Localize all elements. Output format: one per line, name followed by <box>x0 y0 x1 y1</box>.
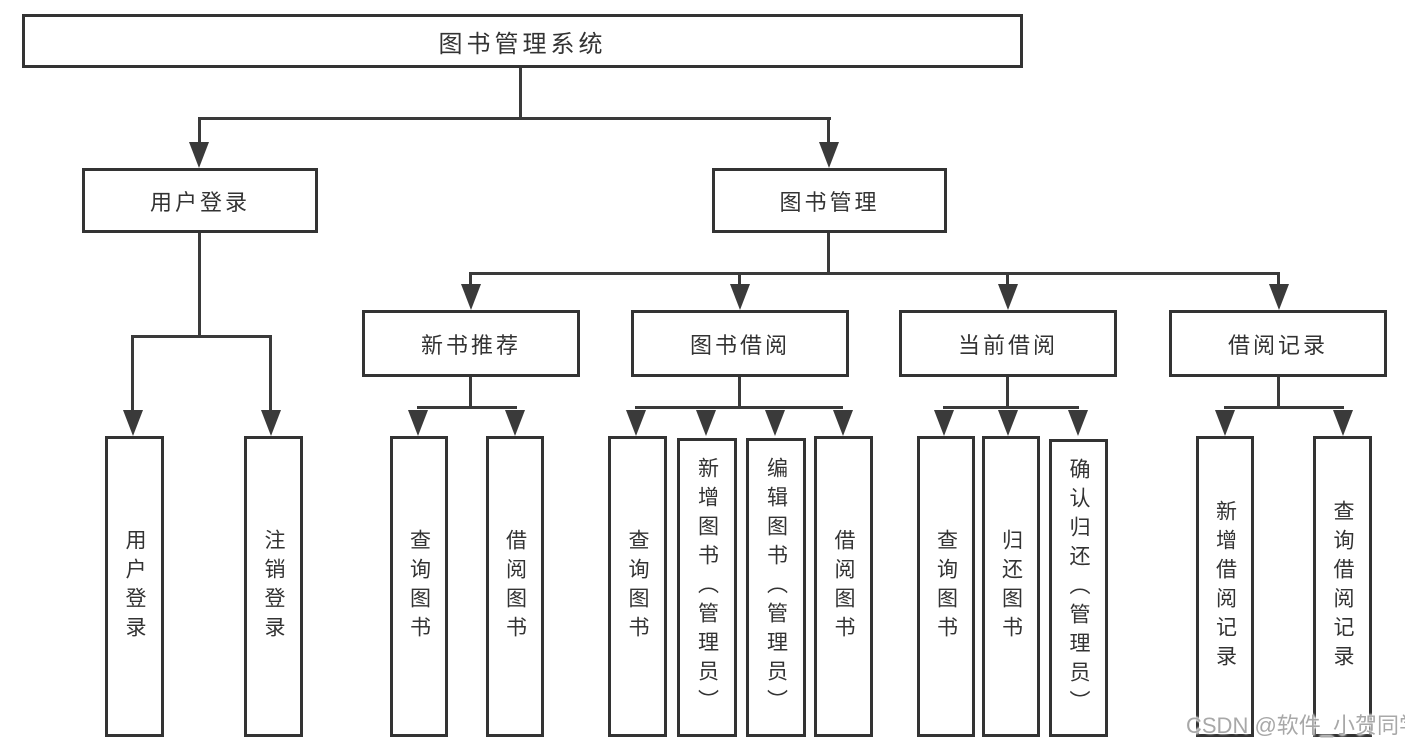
connector-leaf-drop <box>131 335 134 415</box>
node-label: 查询图书 <box>626 528 649 645</box>
node-label: 查询图书 <box>934 528 958 645</box>
connector-root-stem <box>519 66 522 117</box>
node-label: 归还图书 <box>999 528 1023 645</box>
connector-group-rail <box>1224 406 1344 409</box>
node-label: 图书管理系统 <box>438 30 607 58</box>
connector-group-rail <box>635 406 843 409</box>
node-label: 查询图书 <box>407 528 431 645</box>
node-label: 新书推荐 <box>420 332 521 358</box>
node-book-management: 图书管理 <box>712 168 947 233</box>
node-book-borrowing: 图书借阅 <box>631 310 849 377</box>
leaf-return-books: 归还图书 <box>982 436 1040 737</box>
arrowhead-icon <box>819 142 839 168</box>
connector-mid-drop <box>738 272 741 292</box>
connector-group-stem <box>469 375 472 409</box>
connector-mid-drop <box>1006 272 1009 292</box>
leaf-borrow-books-borrowing: 借阅图书 <box>814 436 873 737</box>
leaf-borrow-books-recommend: 借阅图书 <box>486 436 544 737</box>
leaf-user-login: 用户登录 <box>105 436 164 737</box>
connector-group-rail <box>943 406 1079 409</box>
connector-book-mgmt-drop <box>827 117 830 151</box>
leaf-query-books-borrowing: 查询图书 <box>608 436 667 737</box>
arrowhead-icon <box>1333 410 1353 436</box>
arrowhead-icon <box>1068 410 1088 436</box>
connector-user-login-rail <box>131 335 271 338</box>
leaf-query-borrow-record: 查询借阅记录 <box>1313 436 1372 737</box>
leaf-logout: 注销登录 <box>244 436 303 737</box>
connector-mid-drop <box>1277 272 1280 292</box>
connector-group-stem <box>738 375 741 409</box>
connector-level1-rail <box>198 117 831 120</box>
leaf-query-books-recommend: 查询图书 <box>390 436 448 737</box>
leaf-query-books-current: 查询图书 <box>917 436 975 737</box>
node-label: 编辑图书（管理员） <box>764 457 788 718</box>
connector-group-stem <box>1277 375 1280 409</box>
arrowhead-icon <box>730 284 750 310</box>
node-label: 注销登录 <box>262 528 285 645</box>
node-label: 借阅图书 <box>832 528 855 645</box>
node-borrowing-records: 借阅记录 <box>1169 310 1387 377</box>
connector-mid-drop <box>469 272 472 292</box>
connector-user-login-stem <box>198 233 201 335</box>
arrowhead-icon <box>461 284 481 310</box>
arrowhead-icon <box>408 410 428 436</box>
arrowhead-icon <box>934 410 954 436</box>
connector-user-login-drop <box>198 117 201 151</box>
leaf-edit-books-admin: 编辑图书（管理员） <box>746 438 806 737</box>
node-current-borrowing: 当前借阅 <box>899 310 1117 377</box>
arrowhead-icon <box>998 284 1018 310</box>
leaf-add-borrow-record: 新增借阅记录 <box>1196 436 1254 737</box>
node-user-login: 用户登录 <box>82 168 318 233</box>
node-label: 图书借阅 <box>689 332 790 358</box>
node-label: 当前借阅 <box>957 332 1058 358</box>
leaf-add-books-admin: 新增图书（管理员） <box>677 438 737 737</box>
arrowhead-icon <box>998 410 1018 436</box>
arrowhead-icon <box>765 410 785 436</box>
arrowhead-icon <box>1215 410 1235 436</box>
arrowhead-icon <box>505 410 525 436</box>
connector-group-stem <box>1006 375 1009 409</box>
node-label: 图书管理 <box>779 189 880 215</box>
arrowhead-icon <box>123 410 143 436</box>
connector-book-mgmt-stem <box>827 233 830 272</box>
leaf-confirm-return-admin: 确认归还（管理员） <box>1049 439 1108 737</box>
connector-leaf-drop <box>269 335 272 415</box>
connector-level2-rail <box>469 272 1280 275</box>
node-label: 确认归还（管理员） <box>1067 457 1090 719</box>
node-new-book-recommend: 新书推荐 <box>362 310 580 377</box>
arrowhead-icon <box>833 410 853 436</box>
arrowhead-icon <box>696 410 716 436</box>
node-label: 查询借阅记录 <box>1331 499 1354 674</box>
arrowhead-icon <box>626 410 646 436</box>
node-label: 借阅图书 <box>503 528 527 645</box>
node-library-management-system: 图书管理系统 <box>22 14 1023 68</box>
node-label: 借阅记录 <box>1227 332 1328 358</box>
node-label: 用户登录 <box>149 189 250 215</box>
arrowhead-icon <box>1269 284 1289 310</box>
node-label: 新增图书（管理员） <box>695 457 719 718</box>
node-label: 用户登录 <box>123 528 146 645</box>
csdn-watermark: CSDN @软件_小贺同学 <box>1186 713 1405 738</box>
node-label: 新增借阅记录 <box>1213 499 1237 674</box>
arrowhead-icon <box>261 410 281 436</box>
arrowhead-icon <box>189 142 209 168</box>
connector-group-rail <box>417 406 517 409</box>
